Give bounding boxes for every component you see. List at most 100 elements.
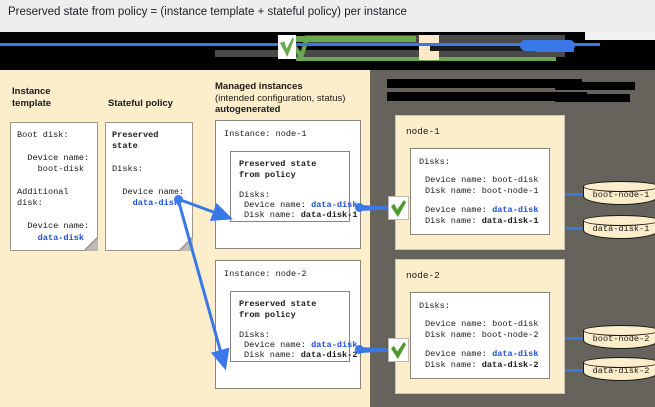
header-instance-template-l1: Instance xyxy=(12,86,51,97)
node-2-boot-device-value: boot-disk xyxy=(492,319,539,329)
node-1-data-device-value: data-disk xyxy=(492,205,539,215)
it-line-8: Device name: xyxy=(17,221,90,232)
caption-text: Preserved state from policy = (instance … xyxy=(8,6,407,18)
node-2-boot-diskname-line: Disk name: boot-node-2 xyxy=(425,330,538,341)
mi-1-device-value: data-disk xyxy=(311,200,358,210)
banner-blue-blob-tail xyxy=(536,45,574,52)
mi-2-inner-title-l1: Preserved state xyxy=(239,299,317,309)
node-2-data-device-label: Device name: xyxy=(425,349,487,359)
node-2-disks-box: Disks: Device name: boot-disk Disk name:… xyxy=(410,292,550,379)
it-line-6: disk: xyxy=(17,198,43,209)
cylinder-label: data-disk-2 xyxy=(592,366,650,376)
sp-line-1: state xyxy=(112,141,138,152)
node-1-boot-device-line: Device name: boot-disk xyxy=(425,175,538,186)
redaction-bar-1b xyxy=(555,82,635,90)
disk-cylinder-boot-node-2: boot-node-2 xyxy=(583,325,655,351)
node-2-boot-diskname-value: boot-node-2 xyxy=(481,330,539,340)
banner-cream-block xyxy=(419,35,439,60)
mi-2-device-label: Device name: xyxy=(244,340,306,350)
mi-2-instance-label: Instance: node-2 xyxy=(224,269,307,279)
node-card-node-2: node-2 Disks: Device name: boot-disk Dis… xyxy=(395,259,565,394)
mi-2-disks-label: Disks: xyxy=(239,330,270,340)
banner-green-bar-1 xyxy=(296,36,416,42)
mi-2-diskname-line: Disk name: data-disk-2 xyxy=(244,350,357,361)
cylinder-top xyxy=(583,215,655,226)
stateful-policy-card: Preserved state Disks: Device name: data… xyxy=(105,122,193,251)
node-2-boot-device-label: Device name: xyxy=(425,319,487,329)
it-line-5: Additional xyxy=(17,187,69,198)
sp-line-0: Preserved xyxy=(112,130,159,140)
node-2-data-diskname-value: data-disk-2 xyxy=(481,360,539,370)
connector-node-2-boot xyxy=(566,337,583,340)
mi-1-device-line: Device name: data-disk xyxy=(244,200,357,211)
node-1-data-device-line: Device name: data-disk xyxy=(425,205,538,216)
disk-cylinder-data-disk-2: data-disk-2 xyxy=(583,357,655,383)
connector-taper-node-1 xyxy=(360,205,390,211)
mi-1-instance-label: Instance: node-1 xyxy=(224,129,307,139)
sp-line-6: data-disk xyxy=(112,198,180,209)
sp-line-5: Device name: xyxy=(112,187,185,198)
it-line-9: data-disk xyxy=(17,232,85,243)
mi-1-device-label: Device name: xyxy=(244,200,306,210)
cylinder-top xyxy=(583,357,655,368)
connector-dot-node-2 xyxy=(355,345,364,354)
node-1-boot-device-value: boot-disk xyxy=(492,175,539,185)
banner-gray-bar-2 xyxy=(215,50,565,57)
mi-1-diskname-line: Disk name: data-disk-1 xyxy=(244,210,357,221)
disk-cylinder-boot-node-1: boot-node-1 xyxy=(583,181,655,207)
cylinder-top xyxy=(583,181,655,192)
banner-blue-line xyxy=(0,43,600,46)
mi-2-device-line: Device name: data-disk xyxy=(244,340,357,351)
header-managed-instances-l2: (intended configuration, status) xyxy=(215,92,346,104)
node-1-boot-diskname-label: Disk name: xyxy=(425,186,477,196)
node-2-data-device-value: data-disk xyxy=(492,349,539,359)
managed-instance-card-node-1: Instance: node-1 Preserved state from po… xyxy=(215,120,361,249)
mi-1-disks-label: Disks: xyxy=(239,190,270,200)
header-instance-template-l2: template xyxy=(12,97,52,109)
mi-2-diskname-label: Disk name: xyxy=(244,350,296,360)
node-2-disks-label: Disks: xyxy=(419,301,450,311)
managed-instance-card-node-2: Instance: node-2 Preserved state from po… xyxy=(215,260,361,389)
caption-bar: Preserved state from policy = (instance … xyxy=(0,0,655,32)
header-stateful-policy-l1: Stateful policy xyxy=(108,98,173,109)
disk-cylinder-data-disk-1: data-disk-1 xyxy=(583,215,655,241)
node-2-boot-device-line: Device name: boot-disk xyxy=(425,319,538,330)
node-2-data-device-line: Device name: data-disk xyxy=(425,349,538,360)
node-2-title: node-2 xyxy=(406,270,440,281)
it-line-2: Device name: xyxy=(17,152,90,163)
arrow-policy-to-node-2 xyxy=(176,198,230,371)
node-1-title: node-1 xyxy=(406,126,440,137)
node-1-disks-box: Disks: Device name: boot-disk Disk name:… xyxy=(410,148,550,235)
it-line-0: Boot disk: xyxy=(17,130,69,140)
preserved-state-box-node-2: Preserved state from policy Disks: Devic… xyxy=(230,291,357,362)
redaction-bar-2b xyxy=(555,94,630,102)
redaction-bar-1 xyxy=(387,79,582,88)
mi-2-device-value: data-disk xyxy=(311,340,358,350)
header-managed-instances-l1: Managed instances xyxy=(215,81,303,92)
header-stateful-policy: Stateful policy xyxy=(108,98,173,110)
instance-template-card: Boot disk: Device name: boot-disk Additi… xyxy=(10,122,98,251)
cylinder-label: boot-node-2 xyxy=(592,334,650,344)
cylinder-label: boot-node-1 xyxy=(592,190,650,200)
arrow-policy-to-node-1 xyxy=(177,197,233,221)
node-1-data-diskname-line: Disk name: data-disk-1 xyxy=(425,216,538,227)
diagram-canvas: Instance template Stateful policy Manage… xyxy=(0,70,655,407)
preserved-state-box-node-1: Preserved state from policy Disks: Devic… xyxy=(230,151,357,222)
mi-1-diskname-value: data-disk-1 xyxy=(300,210,358,220)
banner-white-gap xyxy=(585,32,655,40)
cylinder-label: data-disk-1 xyxy=(592,224,650,234)
connector-node-2-data xyxy=(566,369,583,372)
connector-node-1-data xyxy=(566,227,583,230)
connector-taper-node-2 xyxy=(360,347,390,353)
mi-2-diskname-value: data-disk-2 xyxy=(300,350,358,360)
sp-line-3: Disks: xyxy=(112,164,143,175)
mi-1-diskname-label: Disk name: xyxy=(244,210,296,220)
node-1-boot-diskname-value: boot-node-1 xyxy=(481,186,539,196)
header-instance-template: Instance template xyxy=(12,86,51,109)
banner-dark-strip xyxy=(430,45,535,51)
connector-node-1-boot xyxy=(566,193,583,196)
node-1-data-diskname-value: data-disk-1 xyxy=(481,216,539,226)
header-managed-instances: Managed instances (intended configuratio… xyxy=(215,81,345,116)
node-2-boot-diskname-label: Disk name: xyxy=(425,330,477,340)
